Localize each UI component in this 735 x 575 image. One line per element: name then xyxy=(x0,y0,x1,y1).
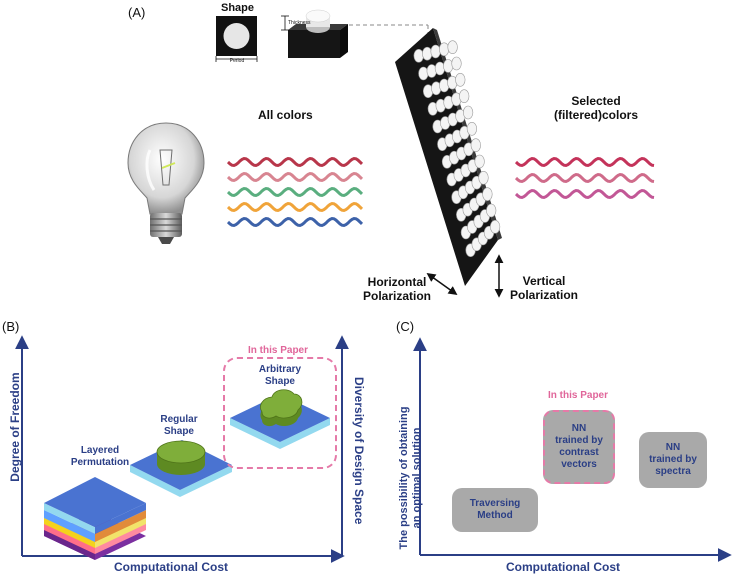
in-this-paper-label-c: In this Paper xyxy=(547,390,608,401)
arbitrary-shape-label: Arbitrary Shape xyxy=(250,364,310,388)
nn-contrast-line3: contrast xyxy=(559,447,599,458)
metasurface-array xyxy=(395,28,502,286)
nanopillar xyxy=(447,40,458,55)
diversity-axis: Diversity of Design Space xyxy=(352,377,366,525)
in-this-paper-highlight-b xyxy=(223,357,337,469)
incident-light-waves xyxy=(226,156,364,228)
panel-b-label: (B) xyxy=(2,319,20,334)
nanopillar xyxy=(459,89,470,103)
horizontal-line2: Polarization xyxy=(362,289,431,303)
traversing-line2: Method xyxy=(477,510,513,521)
layered-line2: Permutation xyxy=(70,457,130,468)
nanopillar xyxy=(463,105,474,120)
layered-permutation-label: Layered Permutation xyxy=(62,445,138,469)
nanopillar xyxy=(478,171,489,185)
horizontal-polarization-label: Horizontal Polarization xyxy=(354,275,440,303)
selected-colors-line2: (filtered)colors xyxy=(553,108,638,122)
nanopillar xyxy=(470,138,481,152)
nn-contrast-line4: vectors xyxy=(561,459,597,470)
vertical-line1: Vertical xyxy=(522,274,566,288)
horizontal-polarization-arrow xyxy=(426,272,458,296)
nn-spectra-box: NN trained by spectra xyxy=(639,432,707,488)
filtered-light-waves xyxy=(514,156,655,200)
nanopillar xyxy=(443,59,454,73)
selected-colors-label: Selected (filtered)colors xyxy=(544,94,648,122)
nn-contrast-line2: trained by xyxy=(555,435,603,446)
arbitrary-shape-block xyxy=(230,389,330,449)
panel-c-axes xyxy=(413,337,732,562)
nn-spectra-line2: trained by xyxy=(649,454,697,465)
nanopillar xyxy=(439,42,450,57)
light-wave xyxy=(226,156,364,168)
nanopillar xyxy=(430,44,441,59)
degree-of-freedom-axis: Degree of Freedom xyxy=(8,372,22,482)
regular-line1: Regular xyxy=(160,414,198,425)
nanopillar xyxy=(413,48,424,63)
panel-a-label: (A) xyxy=(128,5,146,20)
regular-shape-label: Regular Shape xyxy=(147,414,211,438)
nanopillar xyxy=(418,66,429,81)
light-wave xyxy=(226,216,364,228)
horizontal-line1: Horizontal xyxy=(367,275,427,289)
light-wave xyxy=(226,186,364,198)
nanopillar xyxy=(490,220,501,234)
period-label: Period xyxy=(229,58,245,64)
thickness-label: Thickness xyxy=(288,20,311,26)
in-this-paper-label-b: In this Paper xyxy=(247,345,308,356)
all-colors-label: All colors xyxy=(258,108,313,122)
computational-cost-axis-c: Computational Cost xyxy=(506,560,620,574)
nanopillar xyxy=(482,187,493,201)
nanopillar xyxy=(422,46,433,61)
computational-cost-axis-b: Computational Cost xyxy=(114,560,228,574)
nn-spectra-line1: NN xyxy=(665,442,681,453)
light-wave xyxy=(226,171,364,183)
layered-permutation-stack xyxy=(44,477,146,560)
unit-cell-top-view xyxy=(215,16,258,62)
light-bulb-icon xyxy=(127,122,205,244)
panel-b-axes xyxy=(15,335,349,563)
vertical-line2: Polarization xyxy=(509,288,578,302)
nn-contrast-vectors-box: NN trained by contrast vectors xyxy=(543,410,615,484)
nanopillar-grid xyxy=(413,40,501,257)
light-wave xyxy=(226,201,364,213)
traversing-line1: Traversing xyxy=(469,498,521,509)
possibility-line1: The possibility of obtaining xyxy=(398,406,410,550)
nanopillar xyxy=(455,73,466,87)
possibility-line2: an optimal solution xyxy=(411,427,423,529)
unit-cell-3d xyxy=(281,9,429,58)
arbitrary-line1: Arbitrary xyxy=(258,364,302,375)
vertical-polarization-label: Vertical Polarization xyxy=(502,274,586,302)
arbitrary-line2: Shape xyxy=(264,376,295,387)
light-wave xyxy=(514,172,655,184)
selected-colors-line1: Selected xyxy=(571,94,621,108)
regular-line2: Shape xyxy=(163,426,194,437)
light-wave xyxy=(514,188,655,200)
panel-c-label: (C) xyxy=(396,319,415,334)
light-wave xyxy=(514,156,655,168)
nanopillar xyxy=(434,61,446,76)
shape-label: Shape xyxy=(221,2,255,14)
nanopillar xyxy=(486,203,497,218)
possibility-axis: The possibility of obtaining an optimal … xyxy=(398,393,424,563)
nanopillar xyxy=(466,122,478,136)
nanopillar xyxy=(451,56,462,71)
regular-shape-block xyxy=(130,440,232,497)
layered-line1: Layered xyxy=(80,445,120,456)
nn-contrast-line1: NN xyxy=(571,423,587,434)
nn-spectra-line3: spectra xyxy=(655,466,691,477)
traversing-method-box: Traversing Method xyxy=(452,488,538,532)
nanopillar xyxy=(474,154,485,169)
